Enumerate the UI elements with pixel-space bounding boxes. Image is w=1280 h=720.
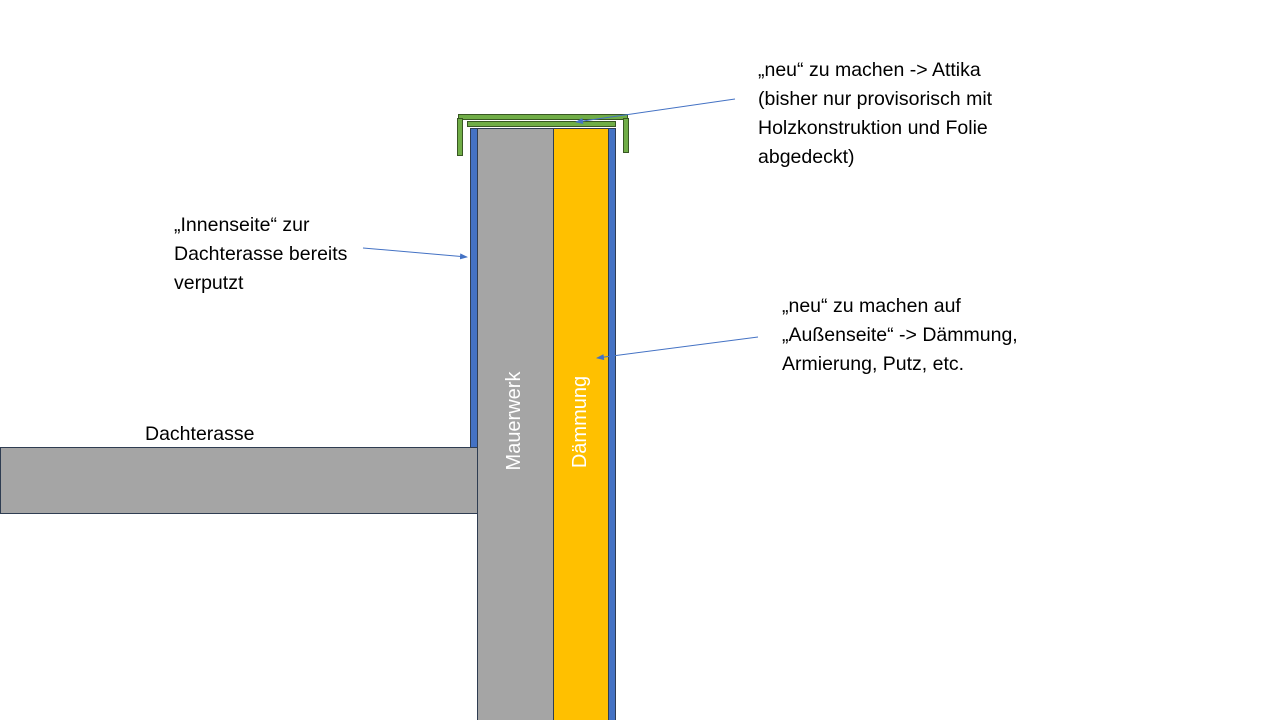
note-line: „Innenseite“ zur	[174, 214, 310, 236]
attika-note: „neu“ zu machen -> Attika (bisher nur pr…	[758, 56, 992, 172]
attika-cap-left-leg	[457, 118, 463, 156]
mauerwerk-label: Mauerwerk	[503, 371, 525, 471]
aussenseite-note: „neu“ zu machen auf „Außenseite“ -> Dämm…	[782, 292, 1018, 379]
arrow-innenseite	[362, 247, 468, 260]
attika-cap-top	[458, 114, 628, 120]
daemmung-label: Dämmung	[569, 375, 591, 469]
roof-terrace-slab	[0, 447, 478, 514]
note-line: (bisher nur provisorisch mit	[758, 88, 993, 110]
note-line: „neu“ zu machen auf	[782, 295, 961, 317]
arrow-attika	[575, 98, 736, 124]
attika-cap-inner	[467, 121, 616, 127]
insulation	[553, 128, 609, 720]
note-line: Armierung, Putz, etc.	[782, 353, 965, 375]
inner-plaster	[470, 128, 478, 448]
note-line: „neu“ zu machen -> Attika	[758, 59, 981, 81]
dachterasse-label: Dachterasse	[145, 423, 255, 445]
innenseite-note: „Innenseite“ zur Dachterasse bereits ver…	[174, 211, 347, 298]
note-line: Holzkonstruktion und Folie	[758, 117, 988, 139]
note-line: abgedeckt)	[758, 146, 855, 168]
note-line: verputzt	[174, 272, 244, 294]
masonry	[477, 128, 554, 720]
note-line: „Außenseite“ -> Dämmung,	[782, 324, 1018, 346]
note-line: Dachterasse bereits	[174, 243, 348, 265]
arrow-aussenseite	[596, 336, 759, 361]
attika-cap-right-leg	[623, 118, 629, 153]
outer-plaster	[608, 128, 616, 720]
